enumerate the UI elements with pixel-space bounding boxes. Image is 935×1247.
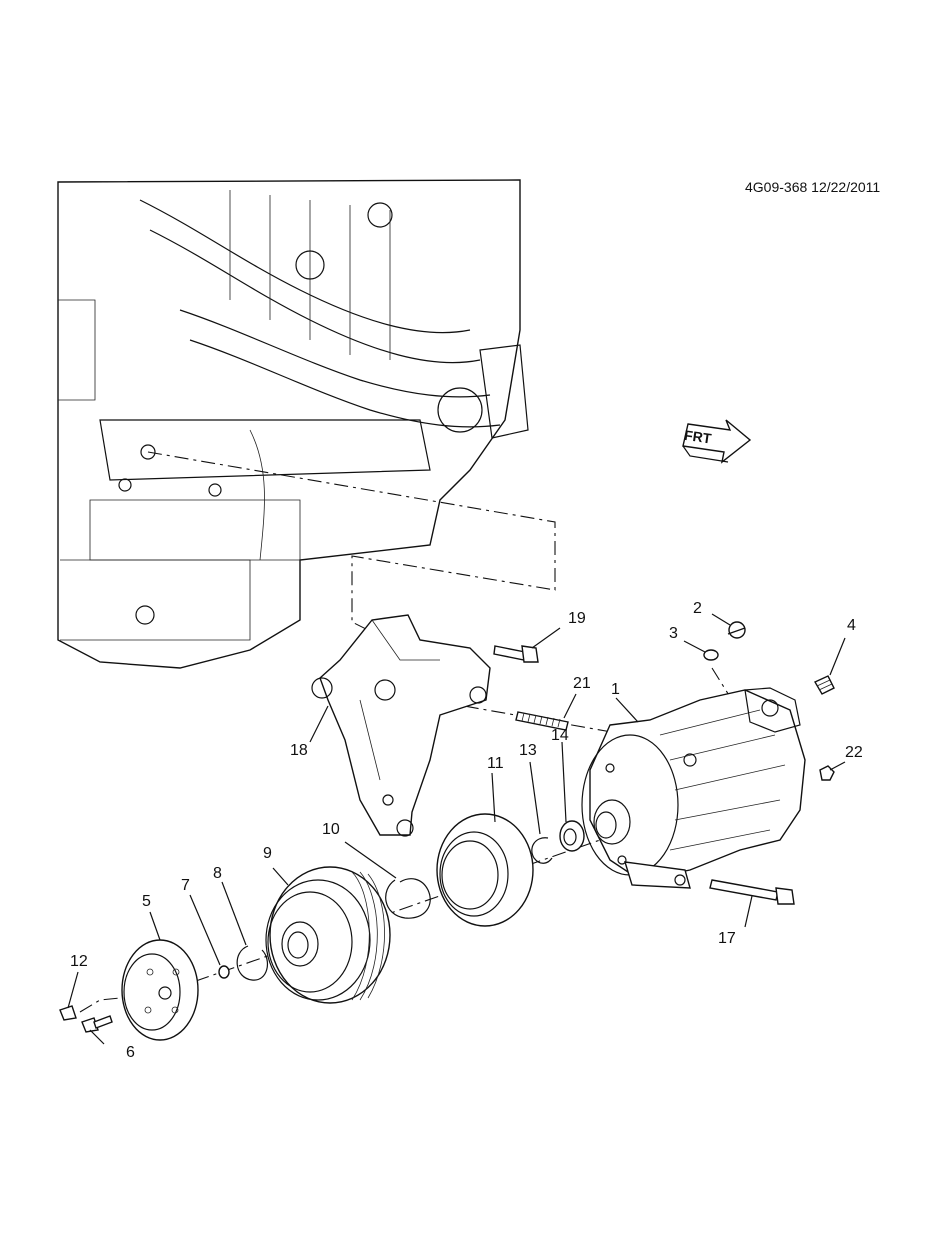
callout-17: 17: [718, 930, 736, 947]
clutch-coil-11: [436, 813, 534, 927]
retaining-ring-8: [236, 945, 269, 981]
callout-8: 8: [213, 865, 222, 882]
clutch-hub-5: [121, 939, 199, 1041]
bolt-19: [493, 645, 539, 663]
engine-block-illustration: [57, 179, 529, 669]
snap-ring-10: [385, 878, 431, 919]
diagram-code-label: 4G09-368 12/22/2011: [745, 179, 880, 195]
callout-11: 11: [487, 755, 504, 772]
clutch-pulley-9: [265, 866, 391, 1004]
nut-22: [819, 765, 835, 781]
callout-labels: 1 2 3 4 5 6 7 8 9 10 11 12 13 14 17 18 1…: [70, 600, 863, 1061]
callout-21: 21: [573, 675, 591, 692]
bolt-6: [81, 1015, 113, 1033]
front-direction-arrow-icon: FRT: [682, 419, 752, 464]
callout-18: 18: [290, 742, 308, 759]
front-direction-label: FRT: [683, 427, 713, 447]
compressor-mount-bracket: [311, 614, 491, 837]
shaft-seal-14: [559, 820, 585, 852]
cap-2: [727, 621, 746, 639]
callout-7: 7: [181, 877, 190, 894]
callout-13: 13: [519, 742, 537, 759]
mount-centerline: [147, 451, 556, 653]
ac-compressor-body: [581, 687, 806, 889]
callout-19: 19: [568, 610, 586, 627]
callout-22: 22: [845, 744, 863, 761]
callout-14: 14: [551, 727, 569, 744]
callout-6: 6: [126, 1044, 135, 1061]
callout-5: 5: [142, 893, 151, 910]
callout-10: 10: [322, 821, 340, 838]
snap-ring-13: [531, 837, 553, 864]
callout-1: 1: [611, 681, 620, 698]
valve-4: [814, 675, 835, 695]
callout-4: 4: [847, 617, 856, 634]
callout-leader-lines: [67, 613, 846, 1045]
bolt-17: [709, 879, 795, 905]
callout-2: 2: [693, 600, 702, 617]
callout-3: 3: [669, 625, 678, 642]
callout-12: 12: [70, 953, 88, 970]
callout-9: 9: [263, 845, 272, 862]
seal-ring-3: [703, 649, 719, 661]
shim-7: [218, 965, 230, 979]
bolt-12: [59, 1005, 77, 1021]
stud-21: [515, 711, 569, 731]
